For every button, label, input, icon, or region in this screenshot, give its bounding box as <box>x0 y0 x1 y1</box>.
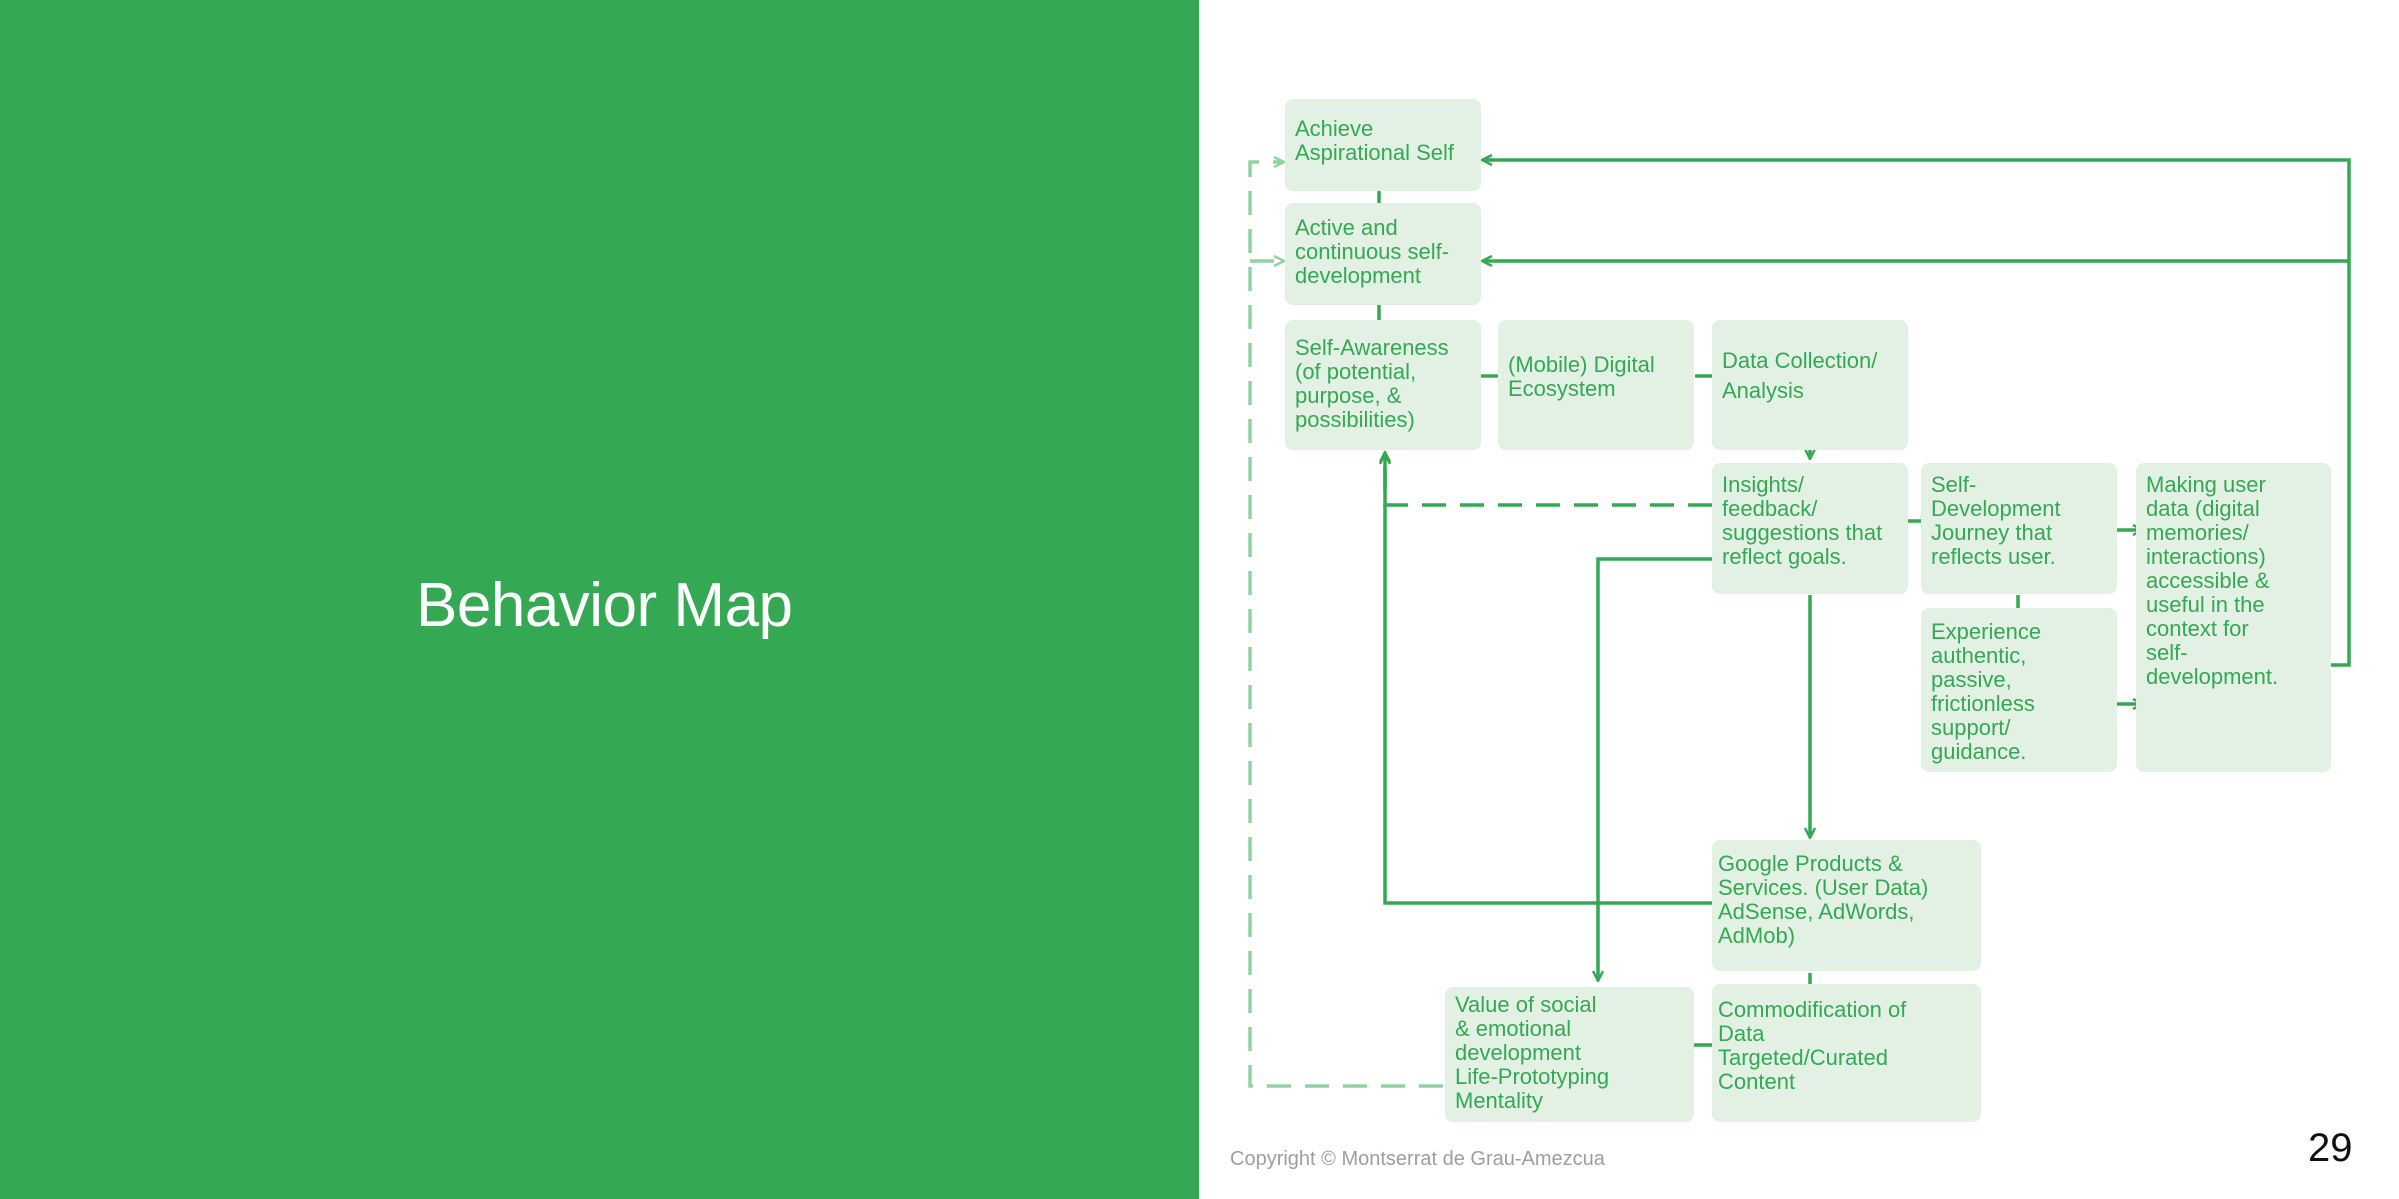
dashed-feedback-loop <box>1248 162 1443 1088</box>
node-value-development: Value of social & emotional development … <box>1445 987 1694 1122</box>
node-commodification: Commodification of Data Targeted/Curated… <box>1712 984 1981 1122</box>
slide-title: Behavior Map <box>416 571 793 640</box>
node-data-collection: Data Collection/ Analysis <box>1712 320 1908 450</box>
node-experience-support: Experience authentic, passive, frictionl… <box>1921 608 2117 772</box>
arrow-insights-to-value <box>1598 557 1712 980</box>
node-insights: Insights/ feedback/ suggestions that ref… <box>1712 463 1908 594</box>
title-panel: Behavior Map <box>0 0 1199 1199</box>
node-active-self-development: Active and continuous self- development <box>1285 203 1481 305</box>
node-development-journey: Self- Development Journey that reflects … <box>1921 463 2117 594</box>
node-self-awareness: Self-Awareness (of potential, purpose, &… <box>1285 320 1481 450</box>
arrow-making-to-aspirational <box>1483 160 2351 667</box>
node-digital-ecosystem: (Mobile) Digital Ecosystem <box>1498 320 1694 450</box>
node-making-user-data: Making user data (digital memories/ inte… <box>2136 463 2331 772</box>
node-aspirational-self: Achieve Aspirational Self <box>1285 99 1481 191</box>
copyright-notice: Copyright © Montserrat de Grau-Amezcua <box>1230 1148 1605 1170</box>
dashed-insights-to-awareness <box>1385 453 1712 507</box>
node-google-products: Google Products & Services. (User Data) … <box>1712 840 1981 971</box>
arrow-google-to-awareness <box>1385 455 1712 905</box>
page-number: 29 <box>2308 1126 2353 1170</box>
